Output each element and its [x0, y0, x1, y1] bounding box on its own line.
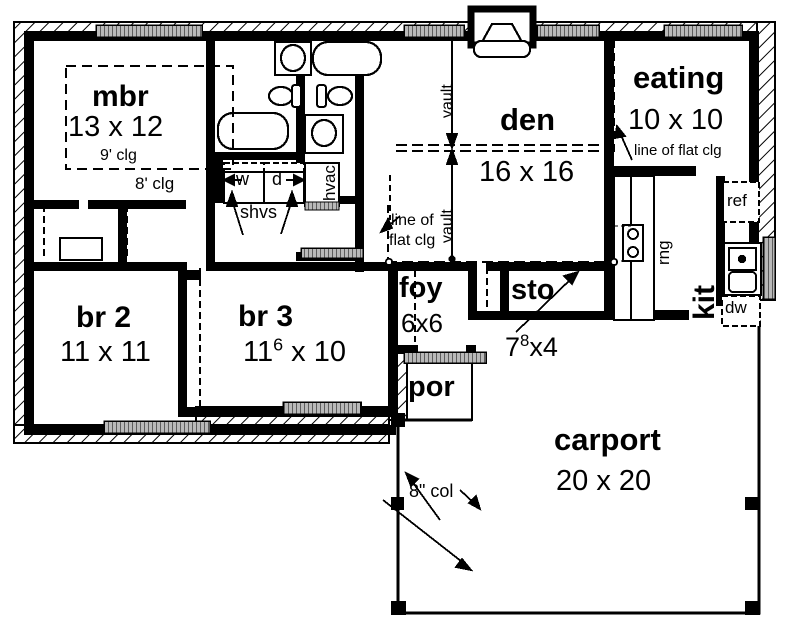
room-label-eating: eating: [633, 60, 725, 95]
shelves-label: shvs: [240, 202, 278, 222]
vault-label-upper: vault: [439, 84, 456, 118]
mbr-tray-ceiling-note: 9' clg: [100, 147, 137, 164]
fireplace: [467, 5, 537, 59]
eating-flat-ceiling-note: line of flat clg: [634, 142, 722, 159]
kitchen-fixtures: [613, 175, 762, 327]
room-dim-foy: 6x6: [401, 308, 443, 338]
range-label: rng: [654, 240, 673, 265]
porch-outline: [398, 352, 474, 422]
room-dim-den: 16 x 16: [479, 156, 575, 188]
room-dim-eating: 10 x 10: [628, 104, 724, 136]
room-dim-carport: 20 x 20: [556, 465, 652, 497]
bath-fixtures: [216, 40, 383, 155]
br3-dim-pre: 11: [243, 336, 274, 368]
room-label-br2: br 2: [76, 301, 132, 334]
leader-lines: [221, 123, 633, 572]
ceiling-lines: [384, 40, 619, 267]
br3-dim-post: x 10: [283, 336, 346, 368]
room-dim-sto: 78x4: [505, 331, 558, 362]
carport-columns: [391, 413, 760, 615]
room-dim-br3: 116 x 10: [243, 335, 346, 368]
sto-dim-pre: 7: [505, 332, 521, 362]
refrigerator-label: ref: [727, 191, 747, 210]
sto-dim-sup: 8: [520, 331, 530, 350]
dryer-label: d: [272, 169, 283, 189]
room-label-carport: carport: [554, 422, 661, 457]
den-flat-ceiling-note-line1: line of: [391, 212, 434, 229]
room-label-den: den: [500, 102, 556, 137]
doors: [43, 175, 488, 412]
hvac-label: hvac: [320, 165, 339, 201]
room-dim-mbr: 13 x 12: [68, 111, 164, 143]
vault-label-lower: vault: [439, 209, 456, 243]
dishwasher-label: dw: [725, 298, 747, 317]
vault-dimension-arrows: [445, 40, 459, 263]
room-label-br3: br 3: [238, 300, 294, 333]
hvac-closet: [303, 161, 341, 211]
room-label-mbr: mbr: [92, 80, 149, 113]
washer-label: w: [236, 169, 249, 189]
mbr-ceiling-note: 8' clg: [135, 174, 175, 193]
windows: [95, 24, 776, 434]
room-label-kit: kit: [688, 284, 721, 320]
room-dim-br2: 11 x 11: [60, 336, 151, 368]
room-label-foy: foy: [399, 272, 443, 304]
br3-dim-sup: 6: [273, 334, 284, 355]
room-label-sto: sto: [511, 274, 555, 306]
den-flat-ceiling-note-line2: flat clg: [389, 232, 436, 249]
column-label: 8" col: [409, 481, 454, 501]
sto-dim-post: x4: [529, 332, 558, 362]
room-label-por: por: [408, 371, 455, 403]
